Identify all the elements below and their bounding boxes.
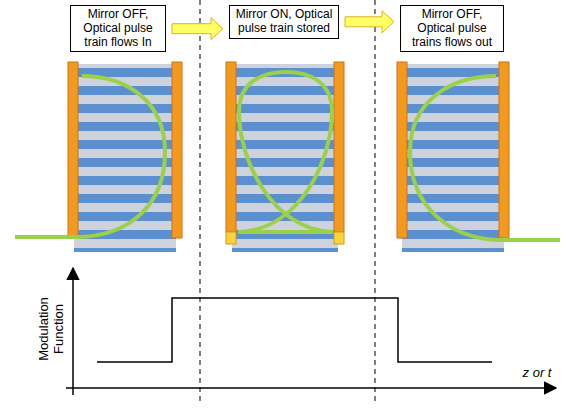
state-text: Mirror OFF, Optical pulse trains flows o… [405, 8, 499, 49]
state-text: Mirror ON, Optical pulse train stored [234, 8, 334, 36]
cavity [226, 62, 344, 252]
plot [66, 268, 556, 395]
transition-arrow [345, 11, 394, 33]
state-text: Mirror OFF, Optical pulse train flows In [75, 8, 161, 49]
state-box: Mirror ON, Optical pulse train stored [229, 5, 339, 39]
divider-line [200, 0, 201, 405]
axis-label: z or t [512, 366, 562, 381]
divider-line [375, 0, 376, 405]
transition-arrow [172, 18, 223, 40]
cavity [397, 62, 560, 252]
state-box: Mirror OFF, Optical pulse trains flows o… [400, 5, 504, 52]
state-box: Mirror OFF, Optical pulse train flows In [70, 5, 166, 52]
axis-title: Modulation Function [37, 289, 67, 369]
cavity [15, 62, 182, 252]
